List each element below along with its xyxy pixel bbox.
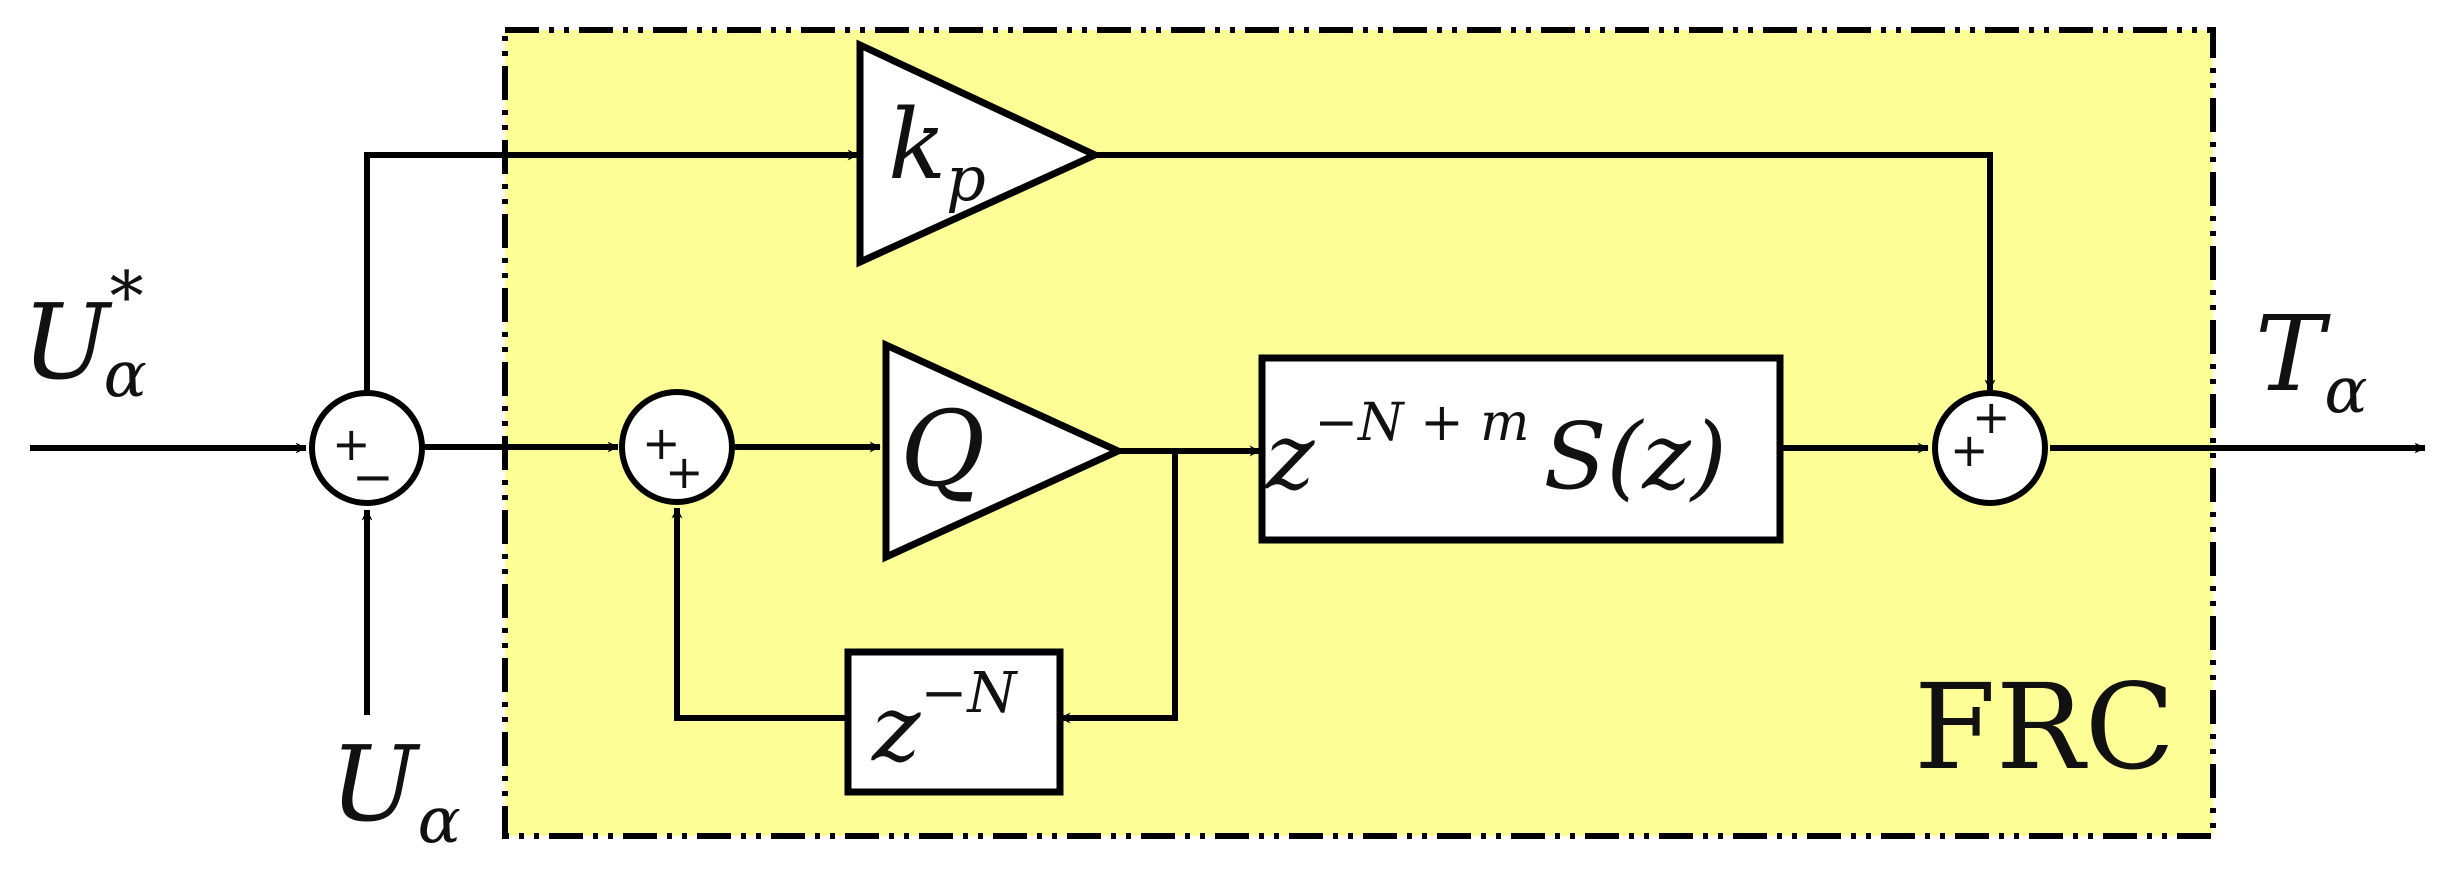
sum2-left-sign: + xyxy=(642,416,681,470)
sum3-left-sign: + xyxy=(1950,423,1989,477)
output-label: Tα xyxy=(2255,293,2368,428)
kp-label: kp xyxy=(888,89,986,215)
delay-label: z−N xyxy=(871,661,1018,782)
sum-junction-1: + − xyxy=(309,390,425,506)
input-ref-label: U*α xyxy=(22,258,147,412)
sum3-top-sign: + xyxy=(1972,390,2011,444)
signal-wires xyxy=(30,149,2426,724)
sum1-left-sign: + xyxy=(332,417,371,471)
delay-block: z−N xyxy=(844,648,1064,796)
q-label: Q xyxy=(900,388,985,510)
sum-junction-2: + + xyxy=(619,389,735,505)
sum2-bottom-sign: + xyxy=(665,445,704,499)
sum1-bottom-sign: − xyxy=(352,448,394,506)
kp-gain-block: kp xyxy=(856,39,1104,268)
input-meas-label: Uα xyxy=(330,723,461,858)
q-gain-block: Q xyxy=(882,339,1127,563)
frc-label: FRC xyxy=(1914,658,2175,796)
sum-junction-3: + + xyxy=(1932,390,2048,506)
